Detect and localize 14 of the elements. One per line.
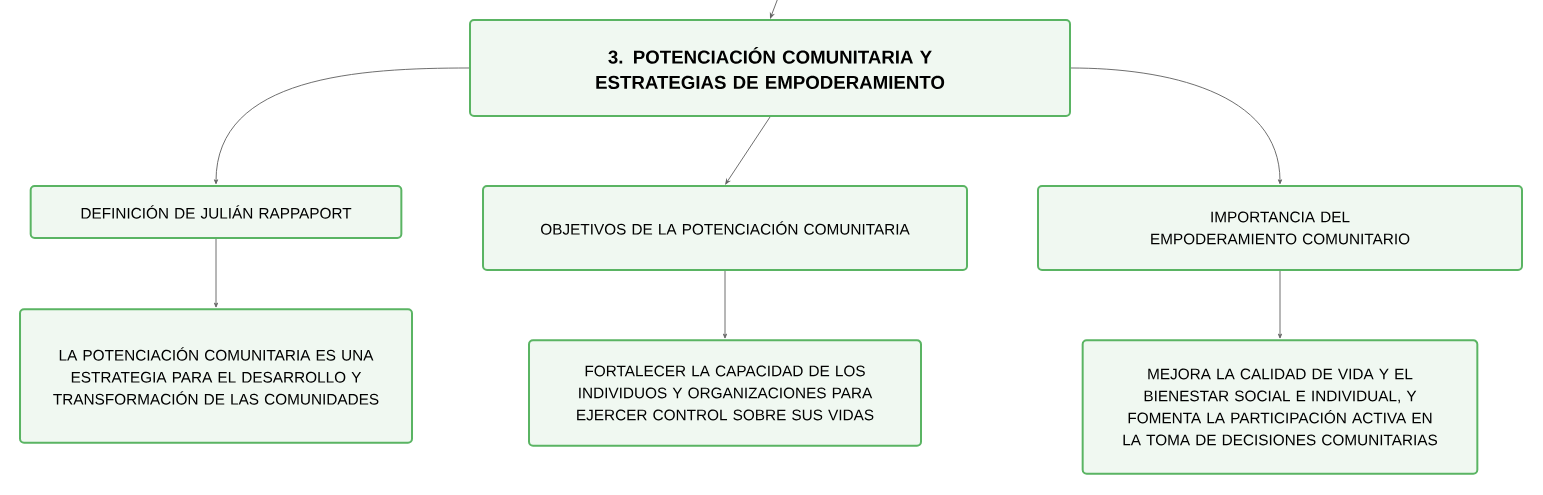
topic-box: IMPORTANCIA DEL EMPODERAMIENTO COMUNITARIO <box>1037 185 1523 271</box>
arrow <box>213 67 470 185</box>
arrow <box>213 238 219 308</box>
arrow <box>769 0 779 19</box>
topic-box: OBJETIVOS DE LA POTENCIACIÓN COMUNITARIA <box>482 185 968 271</box>
arrow <box>1070 67 1283 185</box>
arrow <box>725 116 771 185</box>
topic-box: MEJORA LA CALIDAD DE VIDA Y EL BIENESTAR SOCIAL E INDIVIDUAL, Y FOMENTA LA PARTICIPACIÓN ACTIVA EN LA TOMA DE DECISIONES COMUNITARIAS <box>1081 339 1479 475</box>
topic-box: LA POTENCIACIÓN COMUNITARIA ES UNA ESTRATEGIA PARA EL DESARROLLO Y TRANSFORMACIÓN DE LAS COMUNIDADES <box>19 308 413 444</box>
title-box: 3. POTENCIACIÓN COMUNITARIA Y ESTRATEGIAS DE EMPODERAMIENTO <box>469 19 1071 117</box>
arrow <box>1277 270 1283 339</box>
arrow <box>722 270 728 339</box>
topic-box: FORTALECER LA CAPACIDAD DE LOS INDIVIDUOS Y ORGANIZACIONES PARA EJERCER CONTROL SOBRE SUS VIDAS <box>528 339 922 447</box>
topic-box: DEFINICIÓN DE JULIÁN RAPPAPORT <box>29 185 403 239</box>
